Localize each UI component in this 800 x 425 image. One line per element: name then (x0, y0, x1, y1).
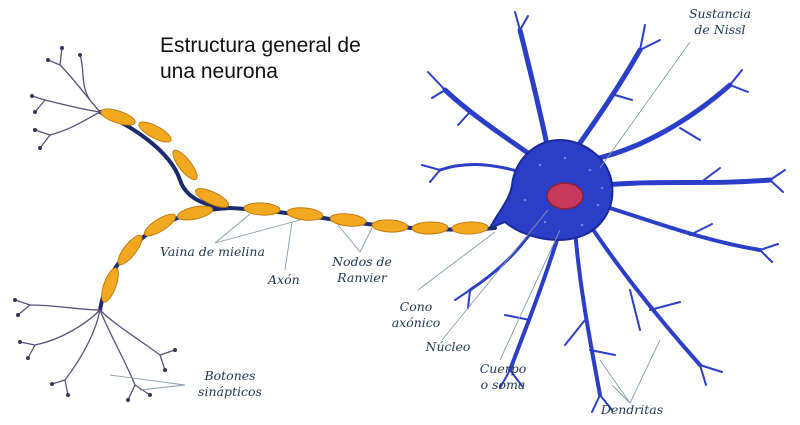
label-axon: Axón (267, 272, 300, 287)
dendrites (421, 11, 786, 413)
synaptic-boutons-upper (30, 46, 82, 150)
label-cuerpo-soma-2: o soma (481, 377, 526, 392)
label-cono-axonico-1: Cono (400, 299, 433, 314)
synaptic-terminals-upper (31, 47, 101, 149)
synaptic-terminals-lower (14, 299, 176, 401)
myelin-sheath (100, 108, 489, 303)
label-botones-sinapticos-1: Botones (203, 368, 255, 383)
axon (98, 110, 497, 232)
label-botones-sinapticos-2: sinápticos (198, 384, 262, 399)
nucleus (546, 182, 584, 210)
label-nodos-ranvier-2: Ranvier (336, 270, 388, 285)
label-cono-axonico-2: axónico (392, 315, 441, 330)
label-sustancia-nissl-2: de Nissl (694, 22, 745, 37)
synaptic-boutons-lower (13, 298, 177, 402)
label-vaina-mielina: Vaina de mielina (160, 244, 265, 259)
diagram-title-line2: una neurona (160, 60, 278, 83)
label-sustancia-nissl-1: Sustancia (689, 6, 751, 21)
label-nodos-ranvier-1: Nodos de (331, 254, 392, 269)
nissl-substance (523, 156, 604, 227)
label-cuerpo-soma-1: Cuerpo (480, 361, 527, 376)
label-nucleo: Núcleo (425, 339, 471, 354)
label-dendritas: Dendritas (600, 402, 663, 417)
leader-lines (109, 41, 691, 404)
diagram-title-line1: Estructura general de (160, 34, 361, 57)
